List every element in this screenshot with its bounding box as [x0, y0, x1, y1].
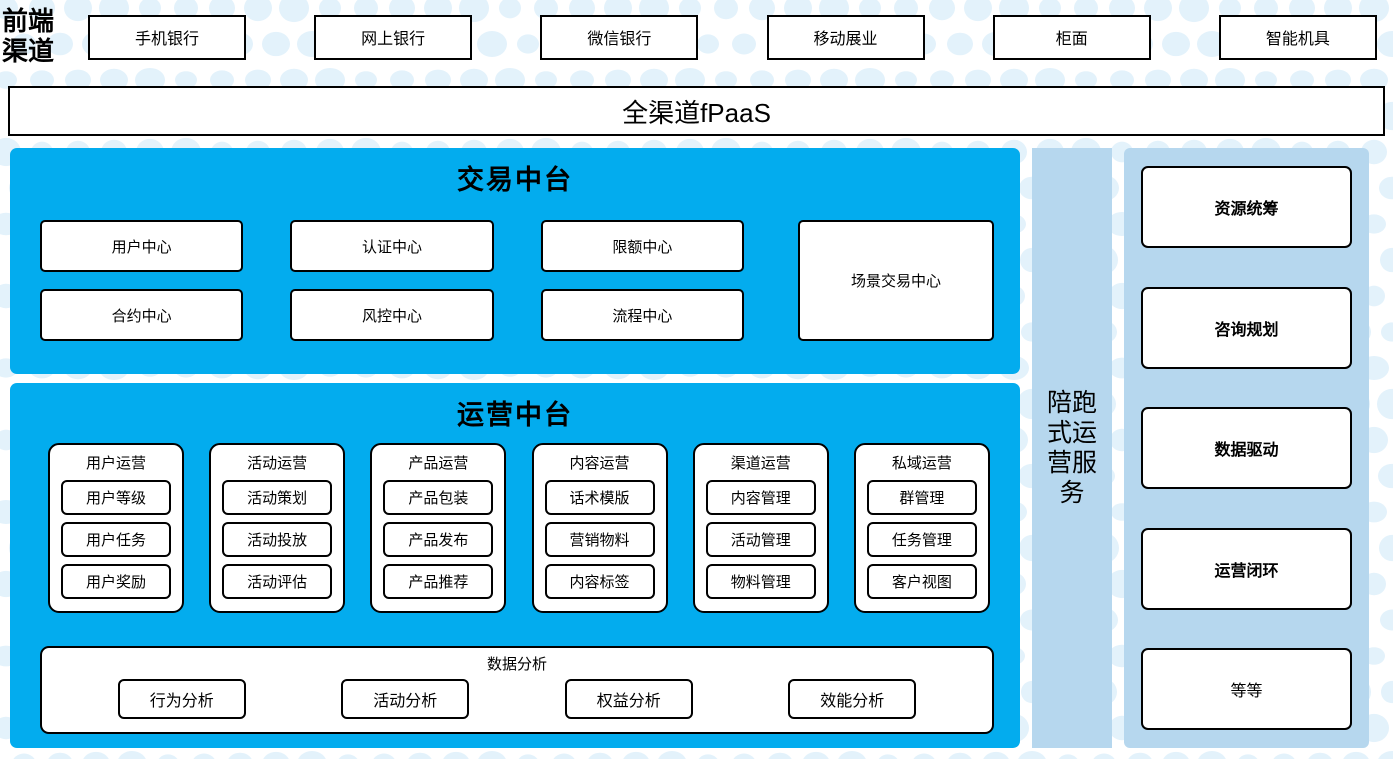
op-item-product-release[interactable]: 产品发布	[383, 522, 494, 557]
trade-platform-grid: 用户中心 认证中心 限额中心 合约中心 风控中心 流程中心 场景交易中心	[40, 220, 994, 341]
channel-chip-counter[interactable]: 柜面	[992, 14, 1151, 60]
op-item-campaign-delivery[interactable]: 活动投放	[222, 522, 333, 557]
trade-center-contract[interactable]: 合约中心	[40, 289, 244, 341]
trade-center-scenario[interactable]: 场景交易中心	[798, 220, 994, 341]
op-item-campaign-planning[interactable]: 活动策划	[222, 480, 333, 515]
op-item-product-recommend[interactable]: 产品推荐	[383, 564, 494, 599]
data-analysis-title: 数据分析	[486, 656, 547, 673]
service-box-resource-coordination[interactable]: 资源统筹	[1141, 166, 1352, 248]
op-item-material-management[interactable]: 物料管理	[705, 564, 816, 599]
op-column-product: 产品运营 产品包装 产品发布 产品推荐	[370, 443, 507, 613]
op-item-user-level[interactable]: 用户等级	[61, 480, 171, 515]
analysis-chip-efficiency[interactable]: 效能分析	[788, 679, 917, 719]
op-item-user-task[interactable]: 用户任务	[61, 522, 171, 557]
channel-chip-internet-bank[interactable]: 网上银行	[314, 14, 473, 60]
trade-center-auth[interactable]: 认证中心	[290, 220, 494, 272]
right-service-column: 资源统筹 咨询规划 数据驱动 运营闭环 等等	[1124, 148, 1369, 748]
op-column-campaign: 活动运营 活动策划 活动投放 活动评估	[209, 443, 346, 613]
data-analysis-strip: 数据分析 行为分析 活动分析 权益分析 效能分析	[40, 646, 994, 734]
channel-chip-mobile-bank[interactable]: 手机银行	[88, 14, 246, 60]
channel-chip-smart-machine[interactable]: 智能机具	[1218, 14, 1377, 60]
data-analysis-item-list: 行为分析 活动分析 权益分析 效能分析	[42, 674, 992, 719]
frontend-channel-label: 前端 渠道	[0, 7, 88, 67]
service-box-etc[interactable]: 等等	[1141, 648, 1352, 730]
channel-chip-wechat-bank[interactable]: 微信银行	[540, 14, 699, 60]
op-item-campaign-evaluation[interactable]: 活动评估	[222, 564, 333, 599]
trade-center-grid: 用户中心 认证中心 限额中心 合约中心 风控中心 流程中心	[40, 220, 744, 341]
escort-service-label: 陪跑式运营服务	[1046, 389, 1097, 507]
op-item-customer-view[interactable]: 客户视图	[866, 564, 977, 599]
op-item-task-management[interactable]: 任务管理	[866, 522, 977, 557]
op-column-title: 私域运营	[891, 455, 952, 472]
op-column-title: 活动运营	[247, 455, 308, 472]
op-column-content: 内容运营 话术模版 营销物料 内容标签	[531, 443, 668, 613]
op-item-group-management[interactable]: 群管理	[866, 480, 977, 515]
operation-platform-panel: 运营中台 用户运营 用户等级 用户任务 用户奖励 活动运营 活动策划 活动投放 …	[10, 383, 1020, 748]
op-column-user: 用户运营 用户等级 用户任务 用户奖励	[48, 443, 184, 613]
analysis-chip-benefit[interactable]: 权益分析	[564, 679, 693, 719]
analysis-chip-campaign[interactable]: 活动分析	[341, 679, 470, 719]
op-item-product-packaging[interactable]: 产品包装	[383, 480, 494, 515]
operation-platform-title: 运营中台	[457, 400, 573, 430]
center-platform-column: 交易中台 用户中心 认证中心 限额中心 合约中心 风控中心 流程中心 场景交易中…	[10, 148, 1020, 748]
op-column-channel: 渠道运营 内容管理 活动管理 物料管理	[692, 443, 829, 613]
op-item-marketing-material[interactable]: 营销物料	[544, 522, 655, 557]
op-item-content-tag[interactable]: 内容标签	[544, 564, 655, 599]
op-item-content-management[interactable]: 内容管理	[705, 480, 816, 515]
channel-chip-mobile-business[interactable]: 移动展业	[766, 14, 925, 60]
op-column-title: 内容运营	[569, 455, 630, 472]
op-column-private-domain: 私域运营 群管理 任务管理 客户视图	[853, 443, 990, 613]
main-area: 交易中台 用户中心 认证中心 限额中心 合约中心 风控中心 流程中心 场景交易中…	[10, 148, 1387, 748]
escort-service-column: 陪跑式运营服务	[1032, 148, 1112, 748]
frontend-label-line-1: 前端	[2, 7, 55, 36]
service-box-data-driven[interactable]: 数据驱动	[1141, 407, 1352, 489]
service-box-operation-loop[interactable]: 运营闭环	[1141, 527, 1352, 610]
trade-center-limit[interactable]: 限额中心	[540, 220, 744, 272]
analysis-chip-behavior[interactable]: 行为分析	[117, 679, 246, 719]
op-column-title: 渠道运营	[730, 455, 791, 472]
op-item-user-reward[interactable]: 用户奖励	[61, 564, 171, 599]
trade-platform-title: 交易中台	[457, 165, 573, 195]
op-item-script-template[interactable]: 话术模版	[544, 480, 655, 515]
operation-column-list: 用户运营 用户等级 用户任务 用户奖励 活动运营 活动策划 活动投放 活动评估 …	[48, 443, 990, 613]
frontend-channel-row: 前端 渠道 手机银行 网上银行 微信银行 移动展业 柜面 智能机具	[0, 6, 1385, 68]
trade-platform-panel: 交易中台 用户中心 认证中心 限额中心 合约中心 风控中心 流程中心 场景交易中…	[10, 148, 1020, 374]
op-column-title: 产品运营	[408, 455, 469, 472]
trade-center-riskcontrol[interactable]: 风控中心	[290, 289, 494, 341]
trade-center-process[interactable]: 流程中心	[540, 289, 744, 341]
service-box-consulting-planning[interactable]: 咨询规划	[1141, 286, 1352, 369]
frontend-label-line-2: 渠道	[2, 37, 55, 66]
fpaas-bar[interactable]: 全渠道fPaaS	[8, 86, 1385, 136]
trade-center-user[interactable]: 用户中心	[40, 220, 244, 272]
channel-chip-list: 手机银行 网上银行 微信银行 移动展业 柜面 智能机具	[88, 14, 1385, 60]
op-item-campaign-management[interactable]: 活动管理	[705, 522, 816, 557]
op-column-title: 用户运营	[85, 455, 146, 472]
